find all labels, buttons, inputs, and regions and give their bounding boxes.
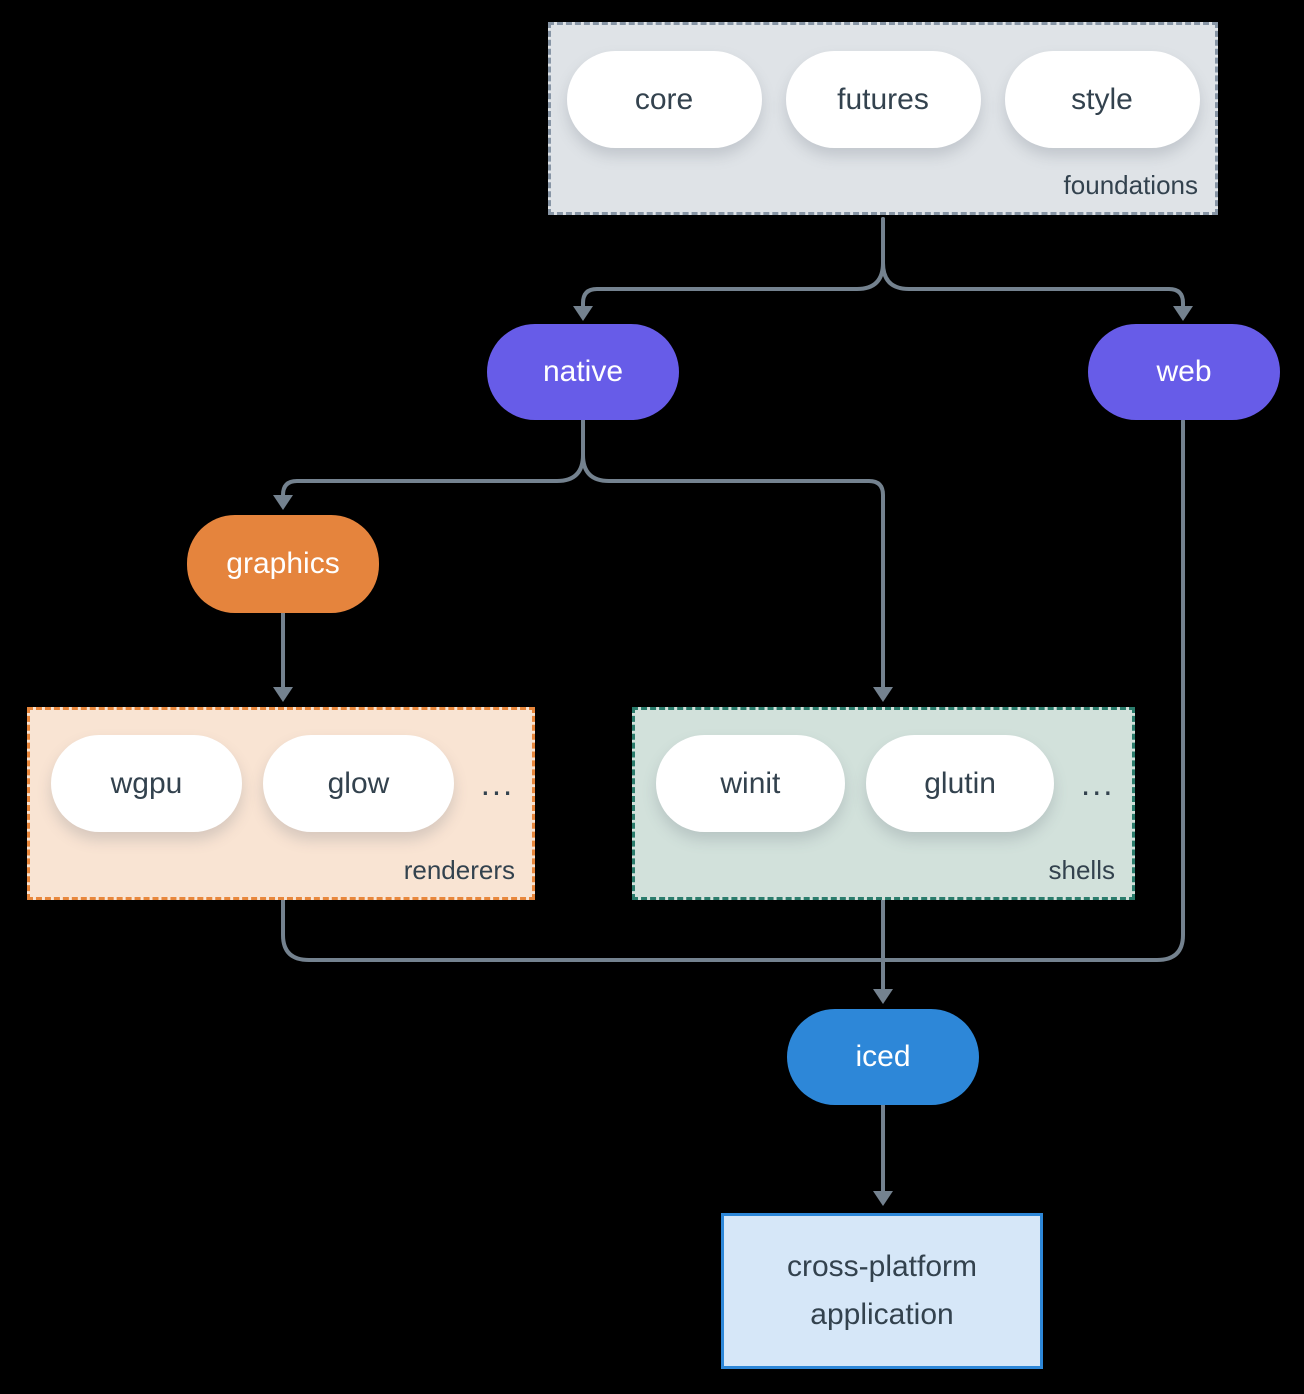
node-glow-label: glow [327,766,390,800]
node-futures: futures [785,51,981,148]
node-application: cross-platform application [721,1213,1043,1369]
arrowhead-native [573,306,593,321]
node-core-label: core [634,82,694,116]
arrowhead-graphics [273,495,293,510]
shells-ellipsis: ... [1080,764,1115,802]
node-iced: iced [787,1009,979,1105]
arrowhead-application [873,1191,893,1206]
node-futures-label: futures [837,82,929,116]
node-application-label: cross-platform application [786,1250,978,1331]
shells-pill-row: winit glutin ... [635,710,1132,832]
edge-renderers-merge [281,898,883,962]
arrowhead-iced [873,989,893,1004]
node-graphics-label: graphics [226,547,340,580]
edge-foundations-web [881,217,1185,309]
edge-web-merge [883,419,1185,962]
node-glow: glow [262,735,454,832]
node-native: native [487,324,679,420]
node-glutin: glutin [865,735,1055,832]
node-web-label: web [1156,355,1212,388]
node-native-label: native [542,355,624,388]
edge-native-graphics [281,419,585,497]
edge-foundations-native [581,217,885,309]
foundations-pill-row: core futures style [551,25,1215,148]
node-style: style [1004,51,1200,148]
group-foundations: core futures style foundations [548,22,1218,215]
foundations-group-label: foundations [1063,170,1198,200]
node-winit: winit [656,735,845,832]
node-graphics: graphics [187,515,379,613]
arrowhead-shells [873,687,893,702]
group-renderers: wgpu glow ... renderers [27,707,535,900]
node-core: core [566,51,762,148]
node-iced-label: iced [855,1040,911,1073]
renderers-group-label: renderers [403,855,515,885]
node-wgpu: wgpu [51,735,242,832]
shells-group-label: shells [1048,855,1115,885]
renderers-ellipsis: ... [480,764,515,802]
node-glutin-label: glutin [924,766,996,800]
node-winit-label: winit [720,766,781,800]
group-shells: winit glutin ... shells [632,707,1135,900]
edge-native-shells [581,419,885,690]
node-style-label: style [1071,82,1133,116]
node-web: web [1088,324,1280,420]
renderers-pill-row: wgpu glow ... [30,710,532,832]
arrowhead-web [1173,306,1193,321]
arrowhead-renderers [273,687,293,702]
node-wgpu-label: wgpu [110,766,183,800]
